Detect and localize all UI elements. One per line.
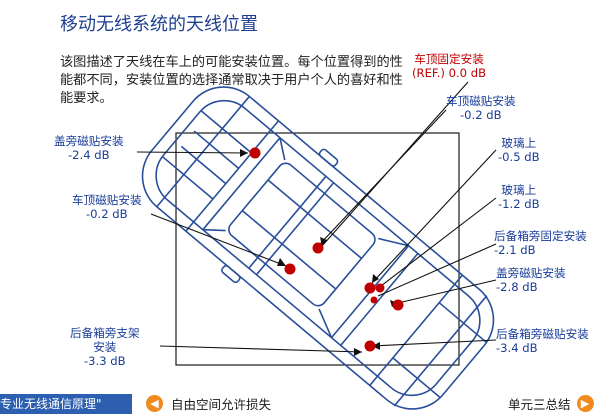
antenna-positions <box>249 147 404 352</box>
car-wireframe <box>141 86 495 410</box>
arrow-right-icon: ▶ <box>576 395 594 412</box>
label-roof-magnet-left: 车顶磁贴安装 -0.2 dB <box>72 193 142 221</box>
label-trunk-side-fixed: 后备箱旁固定安装 -2.1 dB <box>494 229 587 257</box>
antenna-dot-roof-left <box>284 263 296 275</box>
label-cover-magnet-left: 盖旁磁贴安装 -2.4 dB <box>54 134 124 162</box>
label-cover-magnet-right: 盖旁磁贴安装 -2.8 dB <box>496 266 566 294</box>
antenna-dot-glass-2 <box>375 283 385 293</box>
antenna-dot-glass-1 <box>364 282 376 294</box>
antenna-dot-trunk <box>364 340 376 352</box>
label-trunk-magnet: 后备箱旁磁贴安装 -3.4 dB <box>496 327 589 355</box>
label-roof-magnet-right: 车顶磁贴安装 -0.2 dB <box>446 94 516 122</box>
page-title: 移动无线系统的天线位置 <box>60 14 258 35</box>
course-banner: 专业无线通信原理" <box>0 394 132 414</box>
antenna-dot-cover-right <box>392 299 404 311</box>
antenna-dot-trunk-side <box>370 296 378 304</box>
prev-button[interactable]: ◀ 自由空间允许损失 <box>146 394 271 413</box>
arrow-left-icon: ◀ <box>146 395 163 412</box>
label-roof-fixed: 车顶固定安装 (REF.) 0.0 dB <box>412 52 487 80</box>
label-trunk-rack: 后备箱旁支架 安装 -3.3 dB <box>70 326 140 368</box>
antenna-dot-cover-left <box>249 147 261 159</box>
next-button-label: 单元三总结 <box>508 397 571 412</box>
leader-lines <box>136 81 497 353</box>
antenna-dot-roof-fixed <box>312 242 324 254</box>
prev-button-label: 自由空间允许损失 <box>171 397 272 412</box>
next-button[interactable]: 单元三总结 ▶ <box>508 394 594 413</box>
label-glass-1: 玻璃上 -0.5 dB <box>498 136 540 164</box>
intro-text: 该图描述了天线在车上的可能安装位置。每个位置得到的性能都不同，安装位置的选择通常… <box>60 55 403 106</box>
label-glass-2: 玻璃上 -1.2 dB <box>498 183 540 211</box>
diagram-frame <box>175 132 460 366</box>
